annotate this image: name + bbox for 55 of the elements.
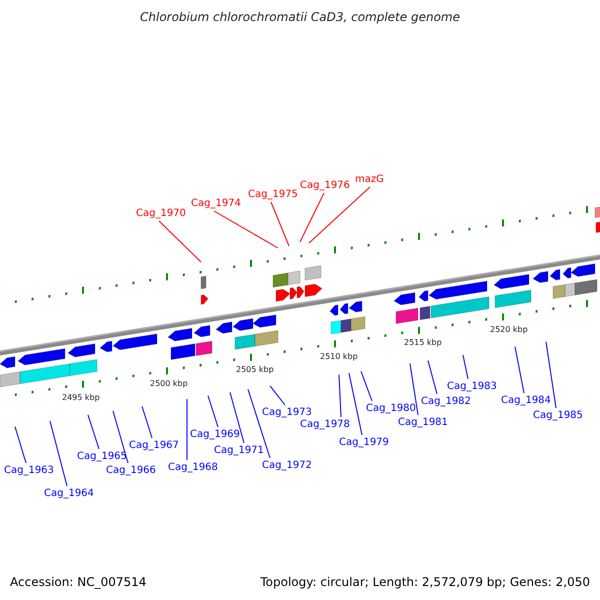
gene-label: Cag_1963 — [4, 464, 54, 477]
gene-label: Cag_1966 — [106, 464, 156, 477]
gene-label: Cag_1979 — [339, 436, 389, 449]
leader-line — [348, 372, 362, 436]
leader-line — [410, 362, 418, 416]
gene-label: Cag_1973 — [262, 406, 312, 419]
leader-line — [112, 410, 128, 464]
leader-line — [514, 346, 524, 394]
gene-label: Cag_1964 — [44, 487, 94, 500]
gene-label: Cag_1985 — [533, 409, 583, 422]
leader-line — [300, 192, 324, 242]
leader-line — [50, 420, 68, 486]
scale-label: 2520 kbp — [490, 325, 528, 334]
gene-label: Cag_1976 — [300, 179, 350, 192]
gene-label: Cag_1968 — [168, 461, 218, 474]
leader-line — [230, 392, 244, 444]
leader-line — [360, 370, 372, 402]
leader-line — [248, 388, 270, 458]
leader-line — [308, 186, 370, 244]
leader-line — [462, 354, 468, 380]
gene-label: Cag_1984 — [501, 394, 551, 407]
title: Chlorobium chlorochromatii CaD3, complete genome — [139, 11, 461, 24]
gene-label: Cag_1969 — [190, 428, 240, 441]
leader-line — [214, 210, 278, 248]
scale-label: 2515 kbp — [404, 338, 442, 347]
leader-line — [270, 385, 286, 406]
scale-label: 2495 kbp — [62, 393, 100, 402]
gene-label: Cag_1982 — [421, 395, 471, 408]
gene-label: Cag_1970 — [136, 207, 186, 220]
gene-label: mazG — [355, 173, 384, 186]
leader-line — [546, 341, 556, 408]
gene-label: Cag_1975 — [248, 188, 298, 201]
scale-label: 2500 kbp — [150, 379, 188, 388]
scale-label: 2505 kbp — [236, 365, 274, 374]
gene-label: Cag_1965 — [77, 450, 127, 463]
leader-line — [88, 414, 100, 450]
leader-line — [208, 395, 218, 428]
gene-label: Cag_1971 — [214, 444, 264, 457]
gene-label: Cag_1974 — [191, 197, 241, 210]
leader-line — [428, 360, 438, 394]
scale-label: 2510 kbp — [320, 352, 358, 361]
accession-text: Accession: NC_007514 — [10, 576, 146, 589]
leader-line — [14, 426, 26, 464]
leader-line — [270, 202, 290, 246]
genome-info-text: Topology: circular; Length: 2,572,079 bp; Genes: 2,050 — [260, 576, 590, 589]
leader-line — [338, 374, 342, 418]
gene-label: Cag_1967 — [129, 439, 179, 452]
leader-line — [142, 406, 152, 438]
gene-label: Cag_1978 — [300, 418, 350, 431]
gene-label: Cag_1980 — [366, 402, 416, 415]
gene-label: Cag_1972 — [262, 459, 312, 472]
gene-label: Cag_1981 — [398, 416, 448, 429]
leader-line — [158, 220, 202, 262]
leader-line — [186, 398, 188, 460]
gene-label: Cag_1983 — [447, 380, 497, 393]
